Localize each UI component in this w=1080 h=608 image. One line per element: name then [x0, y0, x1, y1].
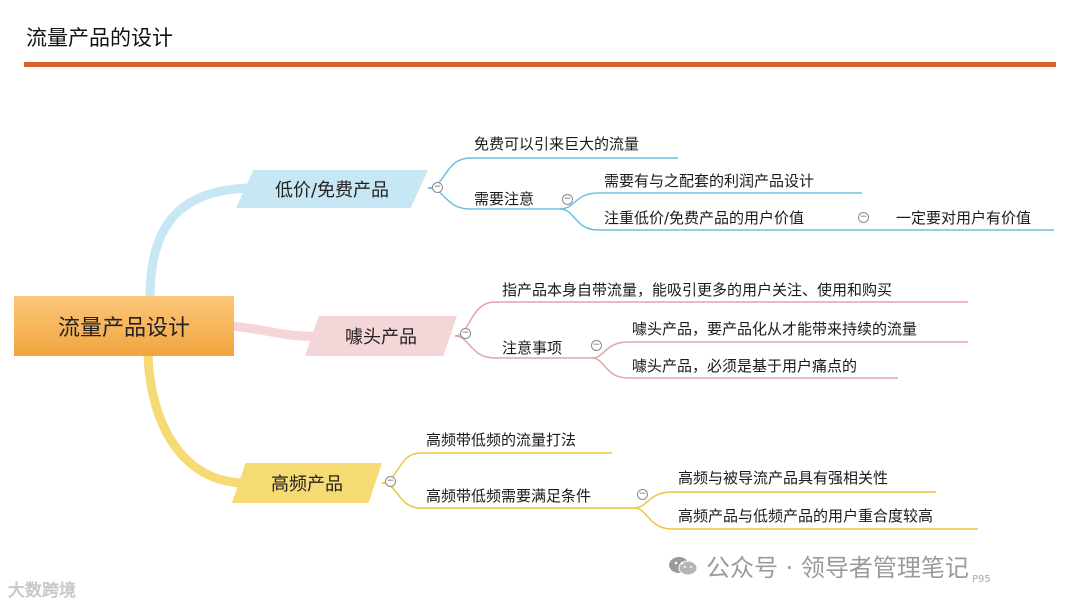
root-node[interactable]: 流量产品设计 — [14, 296, 234, 356]
topic-user-pain-points[interactable]: 噱头产品，必须是基于用户痛点的 — [632, 357, 858, 375]
branch-link-1 — [145, 183, 255, 303]
topic-notes[interactable]: 注意事项 — [502, 339, 563, 357]
topic-user-overlap[interactable]: 高频产品与低频产品的用户重合度较高 — [678, 507, 934, 525]
branch-node-low-price[interactable]: 低价/免费产品 — [236, 170, 428, 208]
watermark-center: 公众号 · 领导者管理笔记 — [668, 548, 969, 583]
collapse-toggle-icon[interactable]: − — [591, 340, 602, 351]
title-divider — [24, 62, 1056, 67]
topic-strong-correlation[interactable]: 高频与被导流产品具有强相关性 — [678, 469, 889, 487]
collapse-toggle-icon[interactable]: − — [460, 328, 471, 339]
page-number: P95 — [972, 574, 991, 585]
topic-profit-product-design[interactable]: 需要有与之配套的利润产品设计 — [604, 172, 815, 190]
collapse-toggle-icon[interactable]: − — [858, 212, 869, 223]
topic-high-low-frequency-play[interactable]: 高频带低频的流量打法 — [426, 431, 577, 449]
topic-required-conditions[interactable]: 高频带低频需要满足条件 — [426, 487, 592, 505]
topic-free-brings-traffic[interactable]: 免费可以引来巨大的流量 — [474, 135, 640, 153]
branch-node-gimmick[interactable]: 噱头产品 — [305, 316, 457, 356]
watermark-left: 大数跨境 — [8, 581, 76, 601]
collapse-toggle-icon[interactable]: − — [637, 489, 648, 500]
wechat-icon — [669, 556, 698, 575]
page-title: 流量产品的设计 — [26, 26, 173, 50]
branch-node-high-frequency[interactable]: 高频产品 — [232, 463, 382, 503]
collapse-toggle-icon[interactable]: − — [562, 194, 573, 205]
branch-link-3 — [143, 349, 253, 488]
topic-productize-gimmick[interactable]: 噱头产品，要产品化从才能带来持续的流量 — [632, 320, 918, 338]
collapse-toggle-icon[interactable]: − — [432, 182, 443, 193]
topic-attention-needed[interactable]: 需要注意 — [474, 190, 535, 208]
topic-user-value-focus[interactable]: 注重低价/免费产品的用户价值 — [604, 209, 805, 227]
collapse-toggle-icon[interactable]: − — [385, 476, 396, 487]
topic-must-have-value[interactable]: 一定要对用户有价值 — [896, 209, 1032, 227]
topic-built-in-traffic[interactable]: 指产品本身自带流量，能吸引更多的用户关注、使用和购买 — [502, 281, 893, 299]
branch-link-2 — [227, 321, 325, 341]
